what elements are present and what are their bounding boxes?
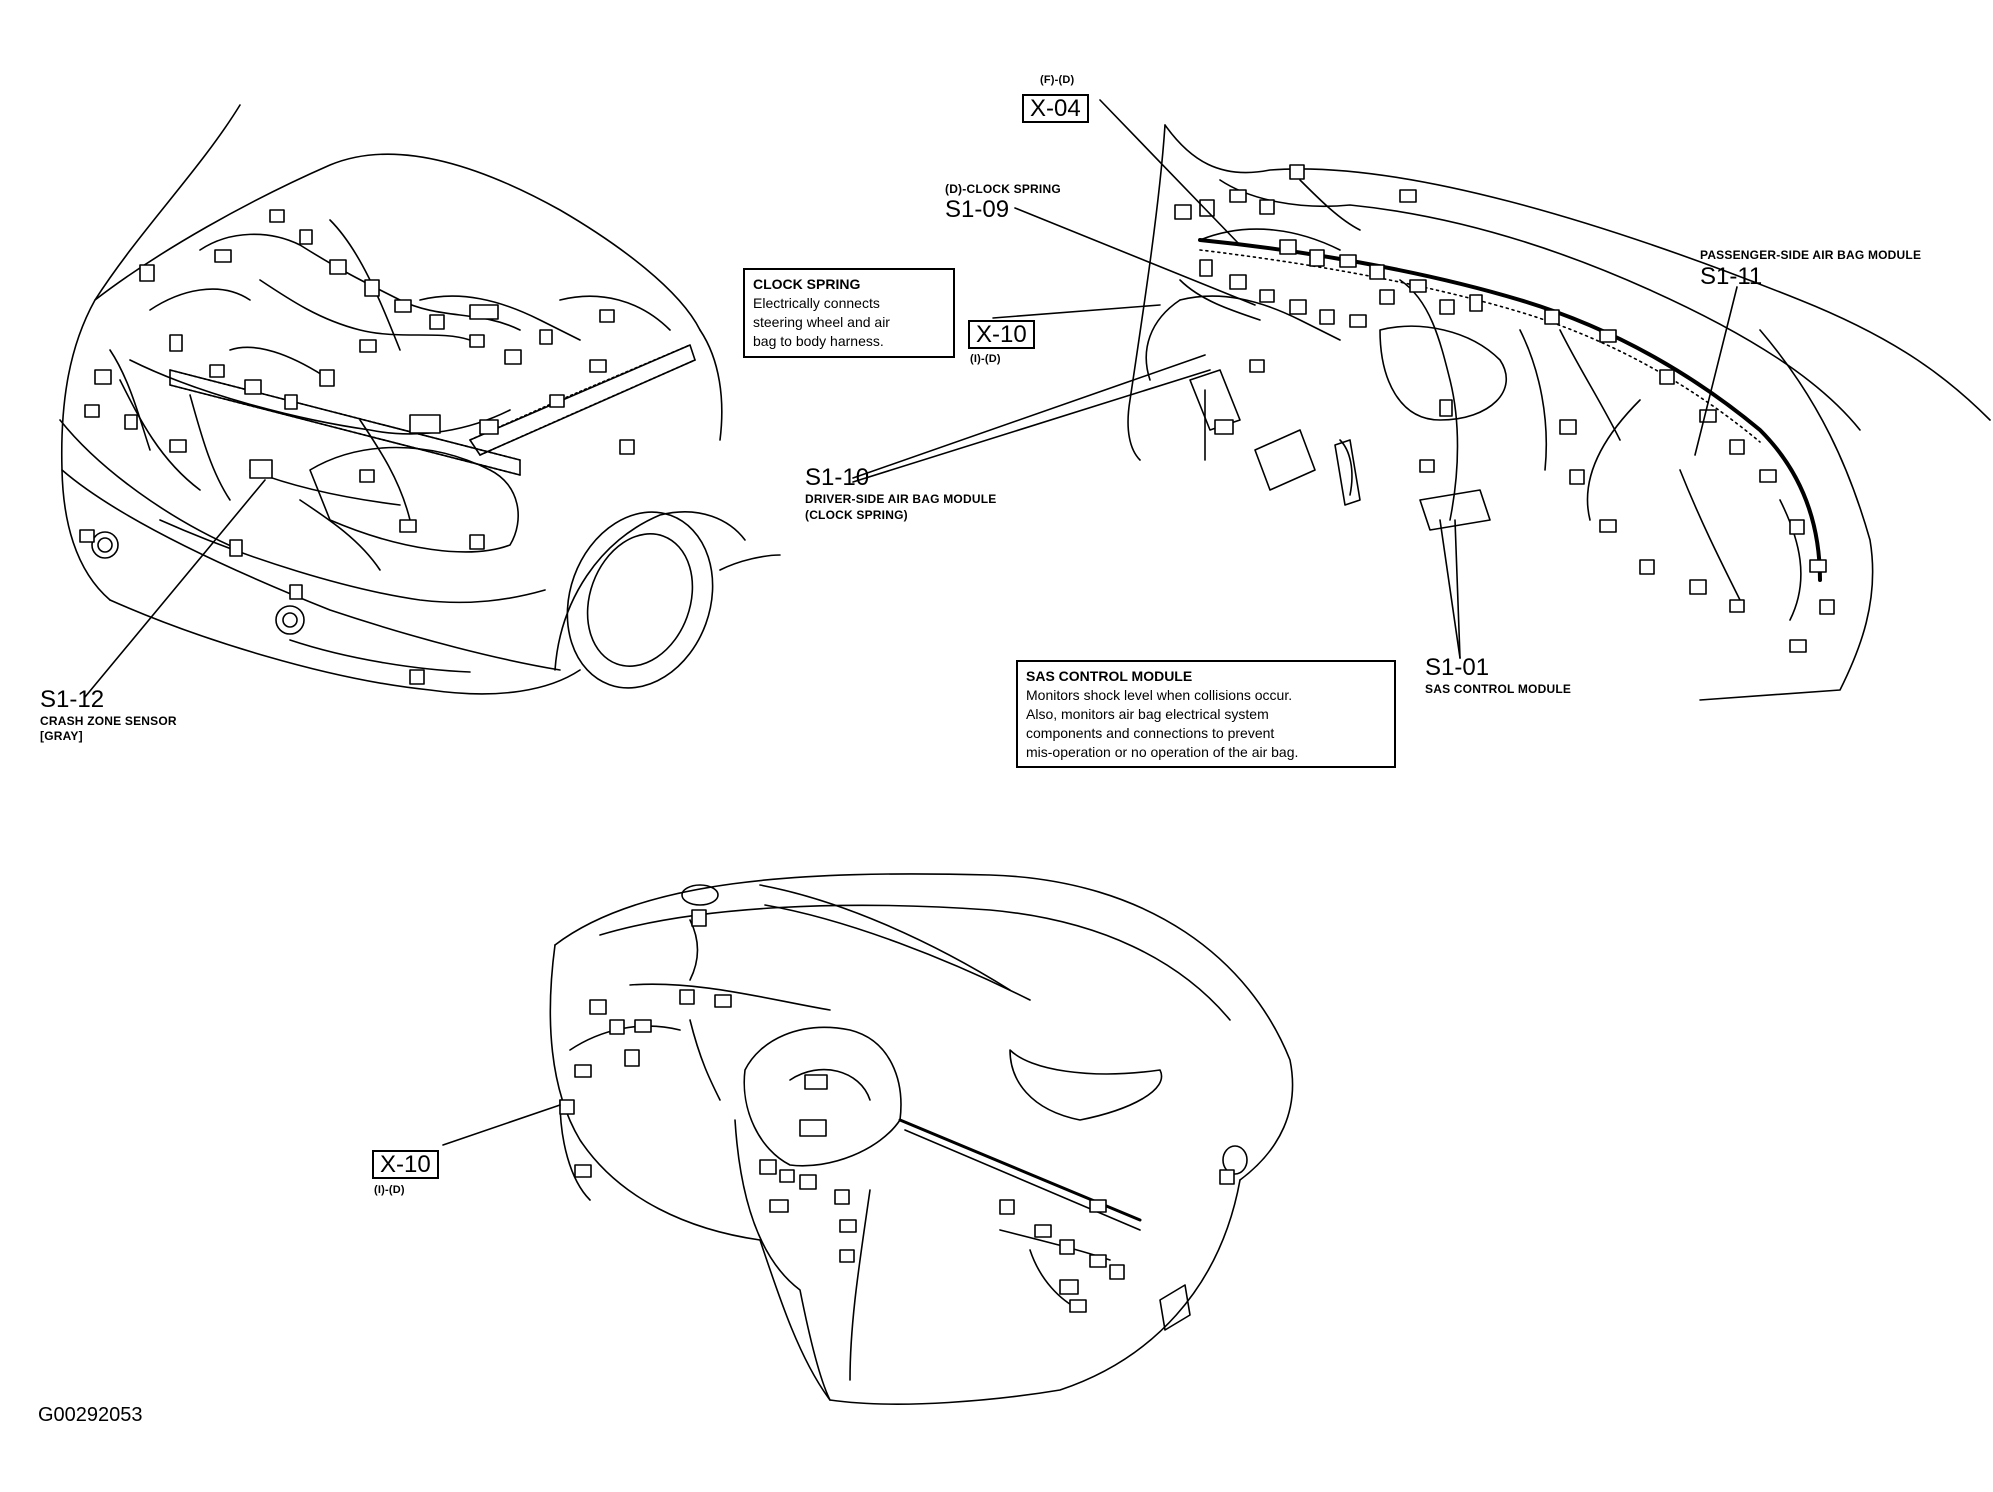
clock-spring-note-body: Electrically connects steering wheel and… [753, 294, 890, 349]
x10-bottom-code: X-10 [372, 1150, 439, 1179]
s1-12-code: S1-12 [40, 686, 105, 713]
x10-top-code: X-10 [968, 320, 1035, 349]
clock-spring-note-title: CLOCK SPRING [753, 276, 861, 292]
s1-12-note: [GRAY] [40, 729, 83, 743]
clock-spring-note: CLOCK SPRING Electrically connects steer… [743, 268, 955, 358]
sas-module-note: SAS CONTROL MODULE Monitors shock level … [1016, 660, 1396, 769]
s1-10-code: S1-10 [805, 464, 870, 491]
x04-sub: (F)-(D) [1040, 74, 1075, 86]
s1-09-code: S1-09 [945, 196, 1010, 223]
front-end-drawing [59, 104, 781, 698]
x10-bottom-sub: (I)-(D) [374, 1184, 405, 1196]
sas-module-note-title: SAS CONTROL MODULE [1026, 668, 1193, 684]
figure-id: G00292053 [38, 1404, 143, 1426]
dashboard-drawing [442, 873, 1294, 1405]
instrument-panel-drawing [852, 99, 1991, 701]
s1-10-note: (CLOCK SPRING) [805, 508, 908, 522]
s1-11-name: PASSENGER-SIDE AIR BAG MODULE [1700, 248, 1922, 262]
x04-code: X-04 [1022, 94, 1089, 123]
s1-01-name: SAS CONTROL MODULE [1425, 682, 1572, 696]
sas-module-note-body: Monitors shock level when collisions occ… [1026, 686, 1299, 760]
s1-10-name: DRIVER-SIDE AIR BAG MODULE [805, 492, 997, 506]
s1-01-code: S1-01 [1425, 654, 1490, 681]
s1-09-name: (D)-CLOCK SPRING [945, 182, 1061, 196]
x10-top-sub: (I)-(D) [970, 353, 1001, 365]
s1-11-code: S1-11 [1700, 263, 1763, 290]
s1-12-name: CRASH ZONE SENSOR [40, 714, 177, 728]
